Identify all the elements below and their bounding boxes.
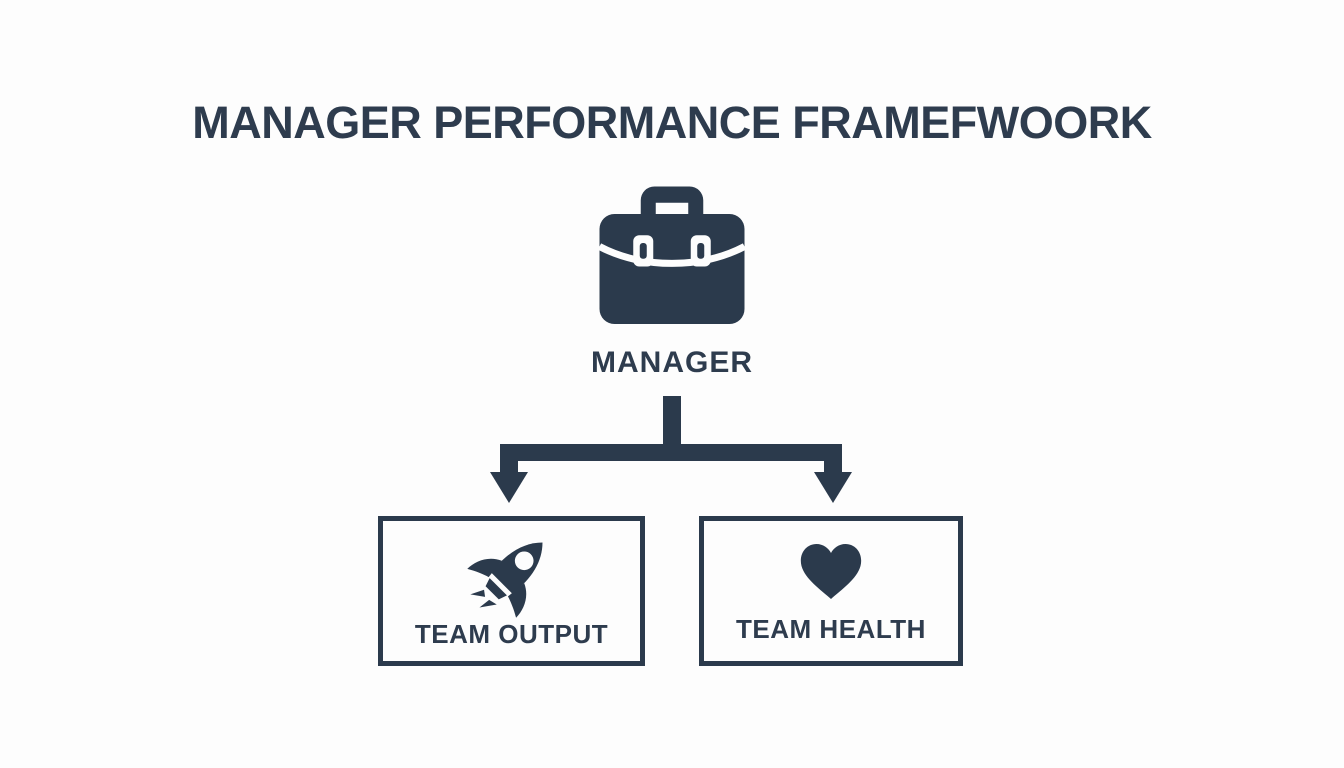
root-node-label: MANAGER: [591, 346, 753, 379]
diagram-title: MANAGER PERFORMANCE FRAMEFWOORK: [192, 97, 1152, 148]
briefcase-icon: [597, 186, 747, 324]
branch-connector-arrows: [490, 396, 852, 503]
rocket-icon: [466, 542, 542, 618]
heart-icon-wrap: [799, 521, 863, 614]
node-team-output: TEAM OUTPUT: [378, 516, 645, 666]
heart-icon: [800, 543, 862, 599]
node-label-team-output: TEAM OUTPUT: [414, 619, 609, 649]
node-label-team-health: TEAM HEALTH: [736, 614, 926, 644]
node-team-health: TEAM HEALTH: [699, 516, 963, 666]
rocket-icon-wrap: [466, 521, 558, 619]
